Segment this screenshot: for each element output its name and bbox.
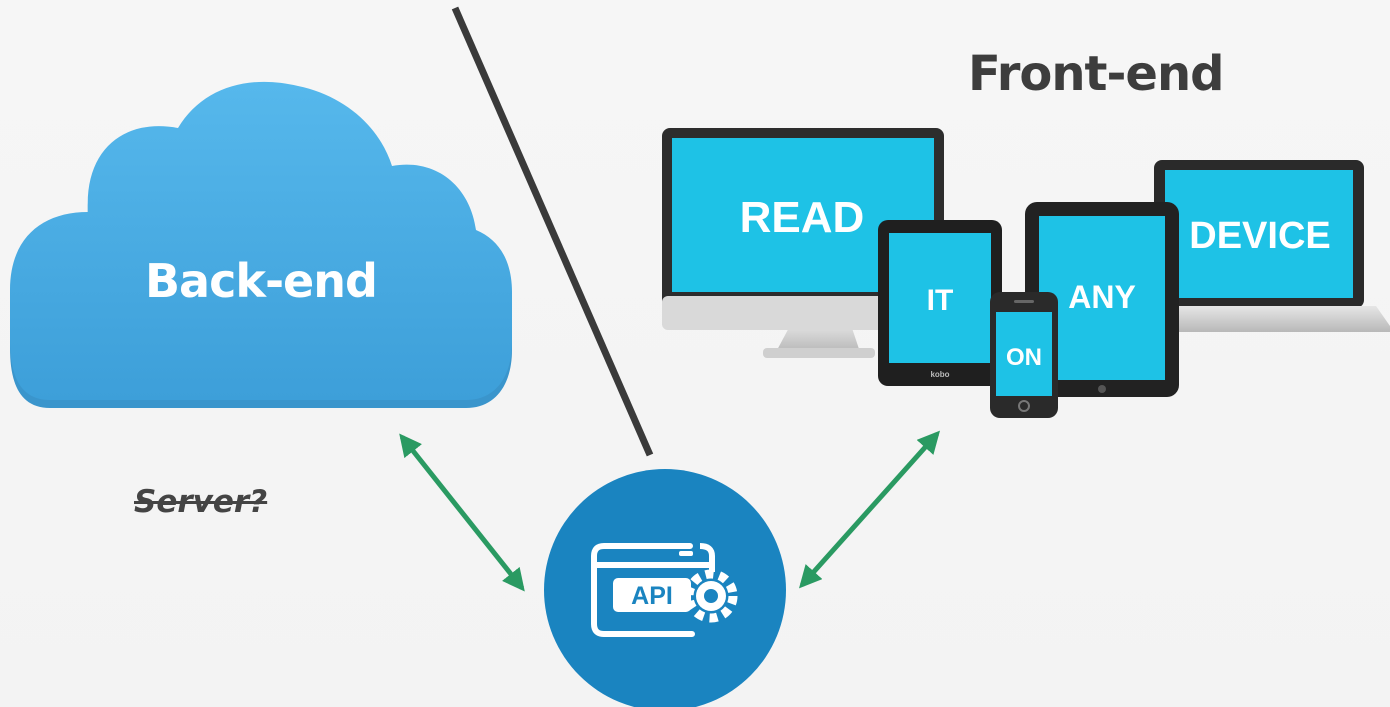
devices-illustration: READ DEVICE ANY kobo IT ON: [662, 128, 1390, 418]
tablet-word: IT: [927, 284, 954, 317]
frontend-title: Front-end: [968, 46, 1224, 102]
phone-word: ON: [1006, 344, 1042, 371]
arrow-backend-api: [399, 433, 525, 592]
ereader-brand: kobo: [930, 370, 949, 379]
arrow-frontend-api: [799, 430, 940, 589]
tablet-device: kobo IT: [878, 220, 1002, 386]
api-window-icon: API: [591, 543, 715, 637]
backend-label: Back-end: [145, 254, 378, 308]
monitor-word: READ: [740, 193, 865, 242]
monitor-device: READ: [662, 128, 944, 358]
server-label: Server?: [134, 484, 268, 520]
gear-icon: [684, 569, 738, 623]
laptop-device: DEVICE: [1130, 160, 1390, 332]
ipad-device: ANY: [1025, 202, 1179, 397]
divider-line: [451, 6, 654, 457]
api-label: API: [631, 582, 673, 610]
api-node: API: [544, 469, 786, 707]
phone-device: ON: [990, 292, 1058, 418]
backend-cloud: [10, 81, 512, 408]
ipad-word: ANY: [1068, 279, 1136, 315]
laptop-word: DEVICE: [1189, 215, 1330, 257]
